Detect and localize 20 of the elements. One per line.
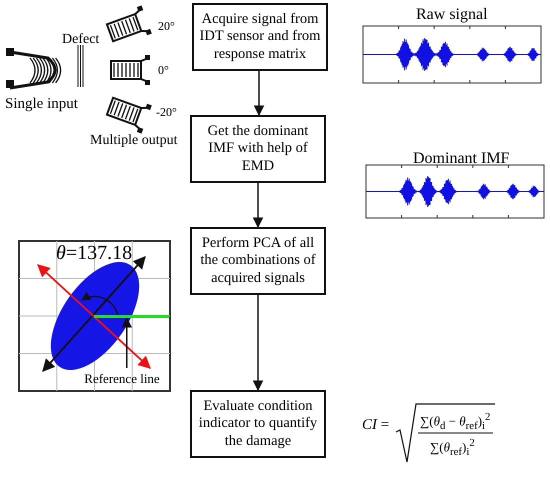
process-box: Perform PCA of all the combinations of acquired signals bbox=[190, 227, 326, 295]
angle-label: -20° bbox=[156, 106, 177, 120]
formula-text: CI = bbox=[362, 417, 390, 434]
label: Single input bbox=[5, 96, 78, 112]
plot-title: Raw signal bbox=[416, 6, 488, 24]
process-box: Acquire signal from IDT sensor and from response matrix bbox=[192, 3, 328, 71]
arrow bbox=[122, 316, 132, 368]
annotation-text: Reference line bbox=[84, 371, 160, 387]
plot-title: Dominant IMF bbox=[413, 150, 510, 168]
label: Multiple output bbox=[90, 133, 178, 148]
angle-label: 20° bbox=[158, 20, 175, 34]
arrow bbox=[252, 295, 264, 392]
arrow bbox=[254, 71, 264, 116]
process-box: Get the dominant IMF with help of EMD bbox=[190, 115, 326, 183]
reference-line bbox=[94, 315, 169, 318]
angle-label: 0° bbox=[158, 64, 169, 78]
label: Defect bbox=[62, 32, 100, 48]
arrow bbox=[252, 183, 264, 228]
angle-value: θ=137.18 bbox=[56, 242, 132, 264]
process-box: Evaluate condition indicator to quantify the damage bbox=[190, 390, 326, 458]
